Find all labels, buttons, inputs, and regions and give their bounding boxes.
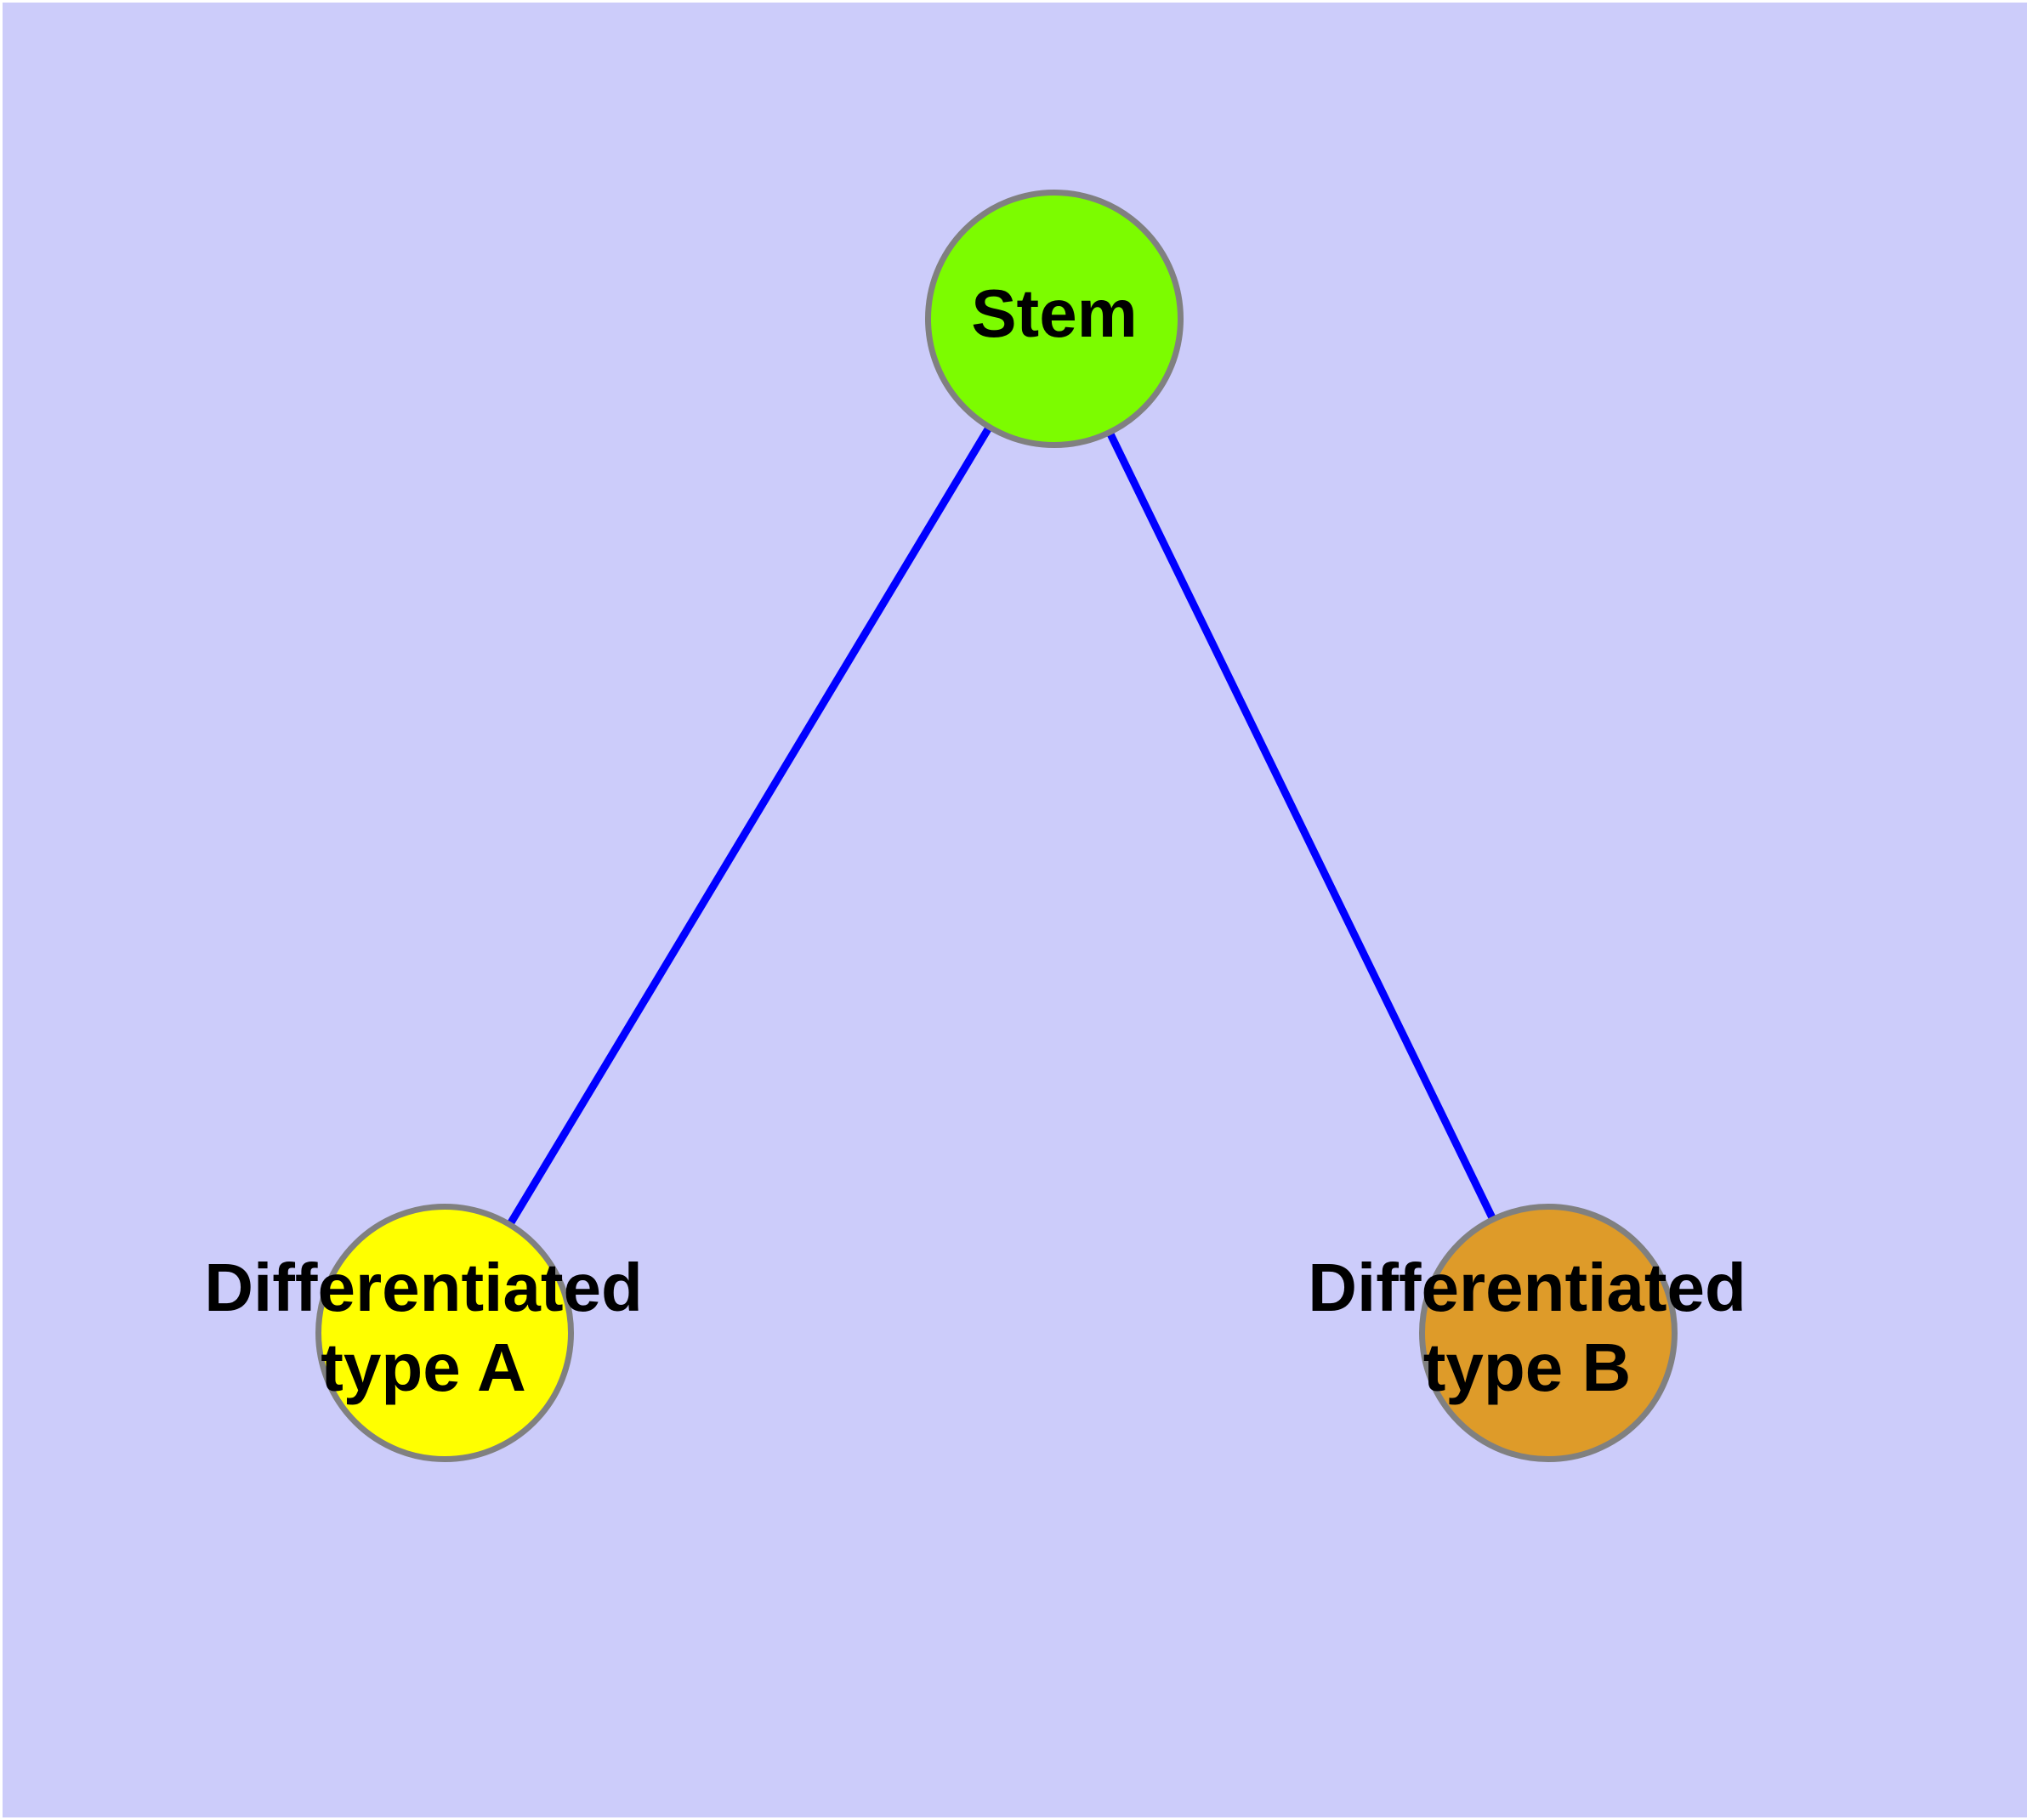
node-circle-diff_a[interactable] <box>315 1204 574 1462</box>
edge-stem-diff-a[interactable] <box>505 422 994 1229</box>
node-circle-diff_b[interactable] <box>1419 1204 1678 1462</box>
node-circle-stem[interactable] <box>925 190 1184 448</box>
node-label-line: type A <box>321 1330 526 1405</box>
node-label-stem: Stem <box>971 275 1138 351</box>
node-stem[interactable]: Stem <box>925 190 1184 448</box>
edge-stem-diff-b[interactable] <box>1104 428 1498 1223</box>
node-label-line: Differentiated <box>204 1250 643 1325</box>
node-label-line: Differentiated <box>1308 1250 1746 1325</box>
node-label-line: type B <box>1423 1330 1632 1405</box>
node-label-line: Stem <box>971 275 1138 351</box>
edge-layer <box>505 422 1498 1229</box>
